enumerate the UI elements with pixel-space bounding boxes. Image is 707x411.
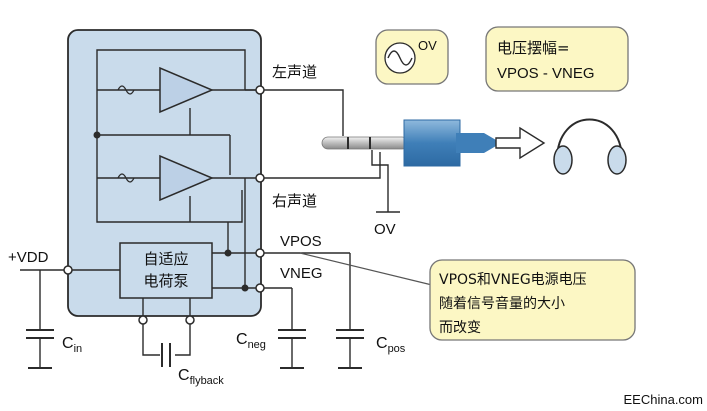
voltage-swing-line2: VPOS - VNEG [497, 65, 595, 82]
capacitor-cin [26, 329, 54, 369]
voltage-swing-line1: 电压摆幅= [497, 39, 570, 57]
internal-wiring [70, 49, 258, 320]
charge-pump-label-line2: 电荷泵 [143, 272, 188, 290]
audio-jack-plug [321, 119, 496, 167]
waveform-ov-label: OV [418, 38, 437, 53]
vpos-label: VPOS [280, 233, 322, 250]
capacitor-cpos [336, 329, 364, 369]
junction-dots [93, 131, 249, 292]
charge-pump-label-line1: 自适应 [143, 250, 188, 268]
capacitor-cflyback [161, 343, 171, 367]
ground-ov-label: OV [374, 221, 396, 238]
sine-source-icon [117, 85, 135, 95]
voltage-swing-bubble: 电压摆幅= VPOS - VNEG [485, 26, 629, 92]
amplifier-right-channel [117, 154, 214, 202]
cpos-label: Cpos [376, 335, 406, 355]
charge-pump-block [119, 242, 213, 299]
supply-note-bubble: VPOS和VNEG电源电压 随着信号音量的大小 而改变 [429, 259, 636, 341]
cflyback-label: Cflyback [178, 367, 224, 387]
vdd-label: +VDD [8, 249, 49, 266]
capacitor-cneg [278, 329, 306, 369]
external-wiring [20, 89, 433, 356]
cin-label: Cin [62, 335, 82, 355]
watermark-text: EEChina.com [624, 392, 703, 407]
right-channel-label: 右声道 [272, 192, 317, 210]
chip-pins [63, 85, 265, 325]
headphones-icon [553, 118, 627, 175]
supply-note-line3: 而改变 [439, 320, 481, 336]
left-channel-label: 左声道 [272, 63, 317, 81]
arrow-right-icon [495, 126, 546, 160]
supply-note-line2: 随着信号音量的大小 [439, 295, 565, 312]
sine-source-icon [117, 173, 135, 183]
amplifier-left-channel [117, 66, 214, 114]
waveform-bubble: OV [375, 29, 449, 85]
vneg-label: VNEG [280, 265, 323, 282]
cneg-label: Cneg [236, 331, 266, 351]
supply-note-line1: VPOS和VNEG电源电压 [439, 272, 587, 288]
